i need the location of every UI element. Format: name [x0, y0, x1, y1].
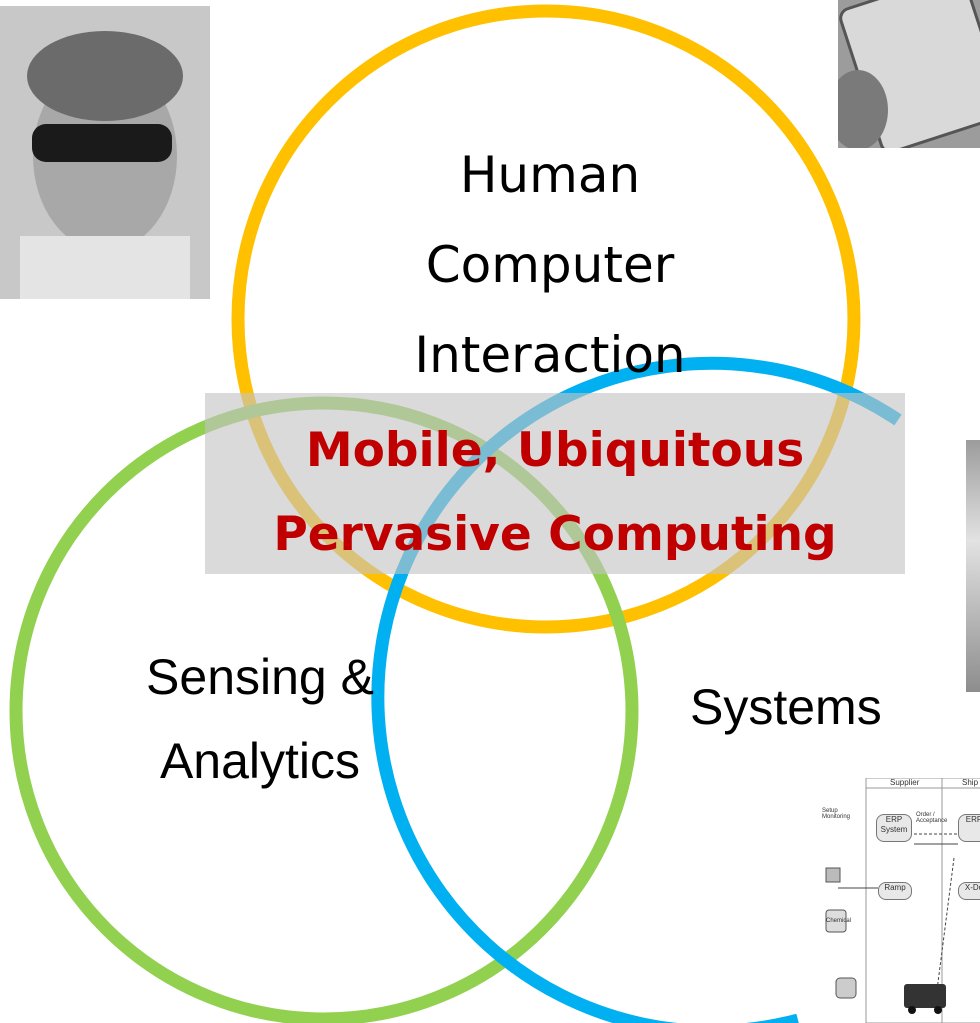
- diagram-node-chemical: Chemical: [826, 918, 852, 924]
- phone-photo-art: [838, 0, 980, 148]
- diagram-node-order: Order / Acceptance: [916, 812, 948, 824]
- diagram-node-ramp: Ramp: [878, 882, 912, 900]
- overlap-title-line-1: Mobile, Ubiquitous: [305, 423, 805, 478]
- diagram-header-supplier: Supplier: [890, 778, 920, 787]
- sensing-label-line-2: Analytics: [159, 733, 361, 789]
- phone-photo: [838, 0, 980, 148]
- hci-label-line-2: Computer: [425, 236, 675, 294]
- hci-circle: [231, 4, 861, 634]
- diagram-node-setup: Setup Monitoring: [822, 808, 851, 820]
- systems-label: Systems: [690, 679, 882, 735]
- sensing-label-line-1: Sensing &: [146, 649, 374, 705]
- overlap-highlight-box: [205, 393, 905, 574]
- diagram-node-erp-2: ERP: [958, 814, 980, 842]
- overlap-title-line-2: Pervasive Computing: [273, 507, 837, 562]
- diagram-header-ship: Ship: [962, 778, 979, 787]
- person-photo-art: [0, 6, 210, 299]
- diagram-node-erp: ERP System: [876, 814, 912, 842]
- device-photo: [966, 440, 980, 692]
- diagram-node-xdo: X-Do: [958, 882, 980, 900]
- systems-circle: [371, 356, 902, 1023]
- process-diagram-art: [825, 778, 980, 1023]
- person-photo: [0, 6, 210, 299]
- process-diagram-image: Supplier Ship Setup Monitoring ERP Syste…: [818, 778, 980, 1023]
- hci-label-line-1: Human: [459, 146, 641, 204]
- hci-label-line-3: Interaction: [414, 326, 686, 384]
